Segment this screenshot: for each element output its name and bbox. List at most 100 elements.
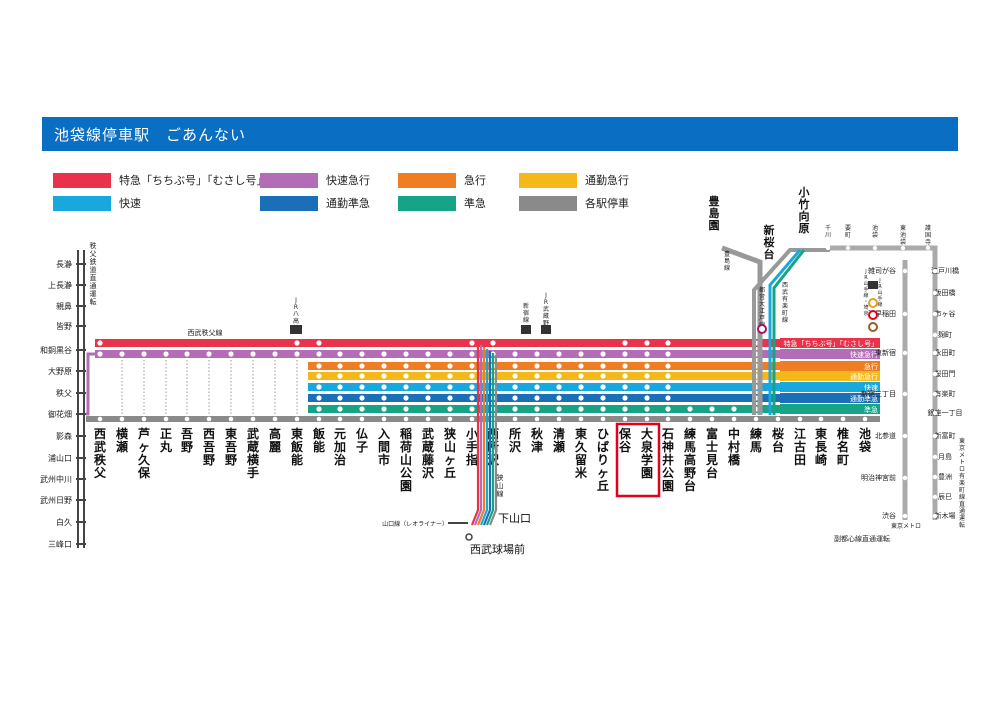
subway-station: 雑司が谷: [868, 266, 896, 275]
station-name: 井: [662, 452, 674, 467]
train-icon: [541, 325, 551, 334]
line-label: 線: [497, 489, 504, 498]
stop-dot: [600, 395, 606, 401]
jr-label: R: [544, 299, 548, 306]
service-label: 通勤準急: [850, 394, 878, 403]
transfer-icon: [757, 324, 767, 334]
stop-dot: [403, 395, 409, 401]
station-name: 清: [553, 426, 565, 441]
station-name-highlight: 学: [641, 452, 653, 467]
subway-station: 市ヶ谷: [935, 309, 956, 318]
legend-item: 各駅停車: [519, 196, 709, 212]
station-name: ば: [597, 439, 609, 454]
stop-dot: [687, 416, 693, 422]
jr-label: 線: [877, 301, 882, 308]
stop-dot: [403, 406, 409, 412]
stop-dot: [902, 311, 908, 317]
station-name: 田: [794, 453, 806, 467]
station-name: 台: [706, 465, 718, 480]
highlight-box: [615, 422, 661, 498]
stop-dot: [622, 395, 628, 401]
stop-dot: [932, 474, 938, 480]
chichibu-station: 皆野: [56, 322, 72, 331]
stop-dot: [119, 351, 125, 357]
legend-swatch: [398, 196, 456, 211]
stop-dot: [97, 416, 103, 422]
station-name: 丸: [159, 439, 173, 454]
chichibu-station: 大野原: [48, 366, 72, 376]
jr-label: R: [294, 304, 298, 311]
station-name: 指: [466, 452, 478, 467]
station-name: 豊: [709, 194, 720, 208]
station-name: 園: [400, 479, 412, 493]
station-name: 横: [247, 452, 260, 467]
stop-dot: [141, 351, 147, 357]
stop-dot: [932, 332, 938, 338]
station-name: 練: [684, 426, 696, 441]
station-name: 名: [837, 439, 849, 454]
station-name: ヶ: [138, 440, 150, 454]
yurakucho-line: [768, 249, 802, 415]
stop-dot: [622, 340, 628, 346]
station-name: 沢: [509, 439, 522, 454]
stop-dot: [381, 416, 387, 422]
stop-dot: [425, 395, 431, 401]
station-name: 桜: [772, 426, 784, 441]
sayama-branch: [473, 345, 483, 526]
station-name: 能: [291, 452, 303, 467]
stop-dot: [512, 351, 518, 357]
station-name: 島: [709, 206, 720, 220]
stop-dot: [665, 373, 671, 379]
transfer-label: J: [864, 269, 866, 275]
stop-dot: [512, 416, 518, 422]
legend-item: 特急「ちちぶ号」「むさし号」: [53, 173, 268, 189]
chichibu-line-label: 鉄: [90, 257, 97, 266]
station-name: 麗: [269, 440, 281, 454]
stop-dot: [163, 351, 169, 357]
transfer-label: 手: [863, 286, 868, 293]
stop-dot: [665, 351, 671, 357]
station-name: 野: [225, 453, 237, 467]
stop-dot: [797, 416, 803, 422]
stop-dot: [578, 351, 584, 357]
stop-dot: [447, 416, 453, 422]
subway-station: 護: [925, 224, 931, 232]
stop-dot: [600, 351, 606, 357]
stop-dot: [534, 406, 540, 412]
station-name: 秩: [94, 452, 107, 467]
jr-label: J: [878, 278, 880, 284]
station-name: 所: [509, 426, 521, 441]
stop-dot: [825, 245, 831, 251]
station-name: 神: [662, 439, 674, 454]
yurakucho-line: [772, 249, 806, 415]
stop-dot: [469, 363, 475, 369]
subway-station: 北参道: [875, 431, 896, 440]
legend-label: 急行: [464, 174, 486, 187]
stop-dot: [250, 351, 256, 357]
station-name: 袋: [858, 439, 872, 454]
station-name: 野: [181, 440, 193, 454]
jr-label: J: [544, 292, 547, 299]
line-label: 西: [782, 282, 788, 289]
station-name: 中: [728, 426, 740, 441]
chichibu-station: 影森: [56, 431, 72, 441]
stop-dot: [359, 395, 365, 401]
station-name: 士: [706, 439, 718, 454]
transfer-label: 線: [863, 292, 868, 299]
service-label: 通勤急行: [850, 372, 878, 381]
station-name-highlight: 泉: [641, 439, 654, 454]
stop-dot: [622, 416, 628, 422]
jr-label: R: [878, 284, 882, 290]
stop-dot: [403, 384, 409, 390]
station-name: 小: [798, 185, 810, 199]
subway-station: 要: [845, 225, 851, 232]
station-name: 仏: [356, 427, 368, 441]
subway-station: 千: [825, 224, 831, 232]
stop-dot: [578, 373, 584, 379]
chichibu-station: 御花畑: [48, 409, 72, 419]
stop-dot: [337, 373, 343, 379]
jr-label: 手: [877, 295, 882, 302]
service-label-box: [780, 393, 880, 403]
stop-dot: [644, 373, 650, 379]
station-name: 治: [334, 452, 346, 467]
